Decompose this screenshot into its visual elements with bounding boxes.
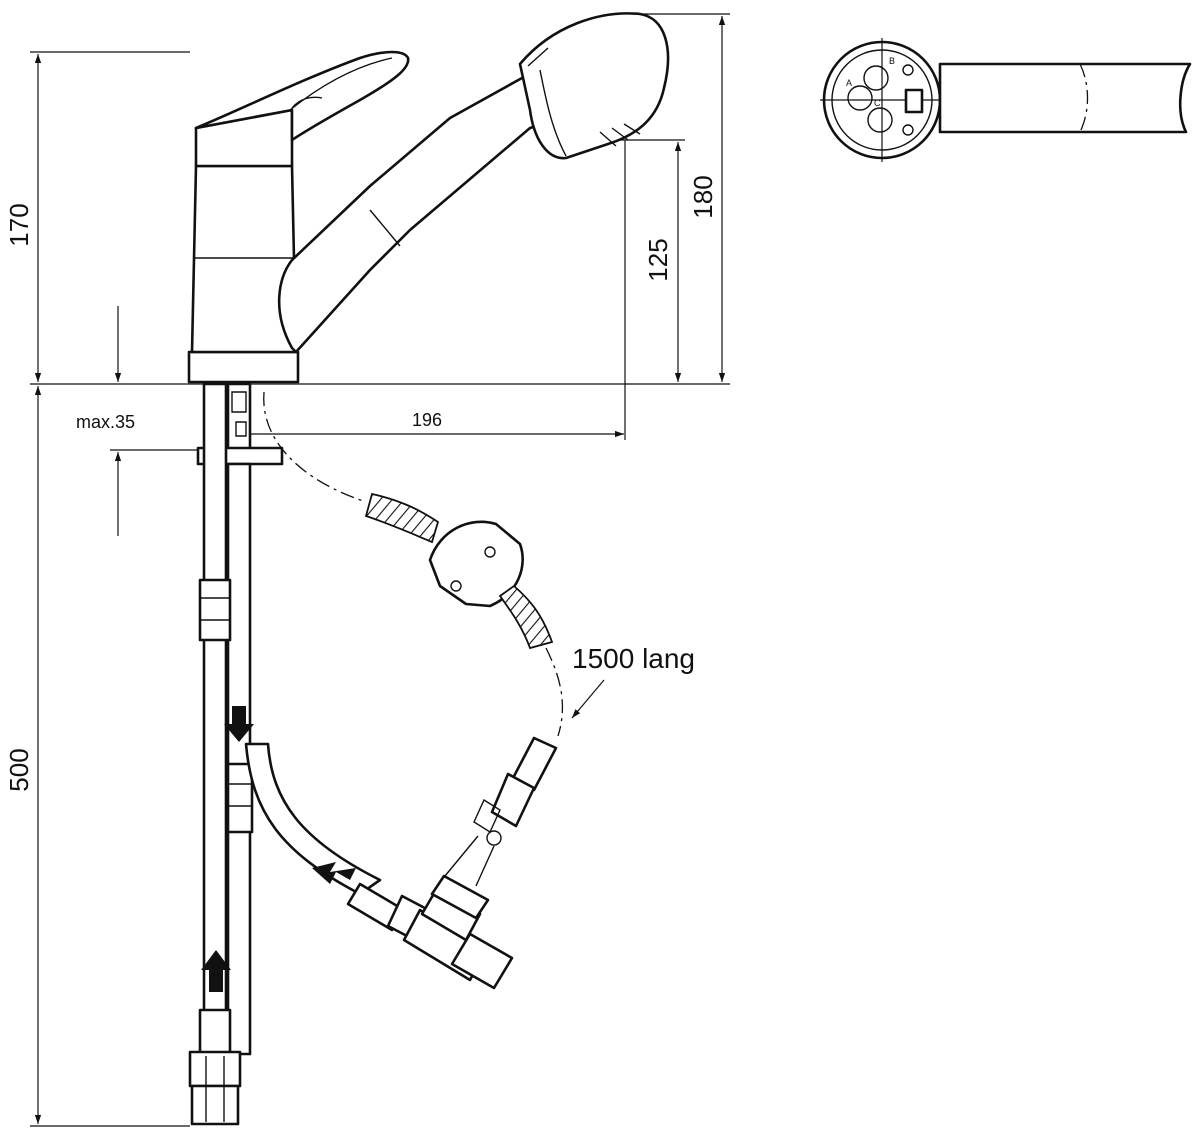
pull-out-spout <box>277 12 670 354</box>
port-b-label: B <box>889 56 895 66</box>
dim-spout-reach: 196 <box>412 410 442 430</box>
flow-arrow-down-icon <box>224 706 254 742</box>
dimension-labels: 170 500 max.35 196 125 180 1500 lang <box>4 175 718 791</box>
top-view-cross-section: A B C <box>820 38 1192 162</box>
dim-length-below-counter: 500 <box>4 748 34 791</box>
flow-arrow-left-icon <box>312 862 356 884</box>
dim-max-counter-thickness: max.35 <box>76 412 135 432</box>
dimension-lines <box>30 13 730 1127</box>
port-c-label: C <box>874 98 881 108</box>
flow-arrow-up-icon <box>201 950 231 992</box>
dim-spout-outlet-height: 125 <box>643 238 673 281</box>
faucet-body <box>187 50 410 384</box>
pull-out-hose <box>263 391 564 887</box>
dim-hose-length: 1500 lang <box>572 643 695 674</box>
bypass-hose-and-tee <box>244 742 514 990</box>
dim-total-height: 180 <box>688 175 718 218</box>
flow-arrows <box>201 706 356 992</box>
port-a-label: A <box>846 78 852 88</box>
supply-pipes <box>188 382 284 1126</box>
dim-height-above-counter: 170 <box>4 203 34 246</box>
